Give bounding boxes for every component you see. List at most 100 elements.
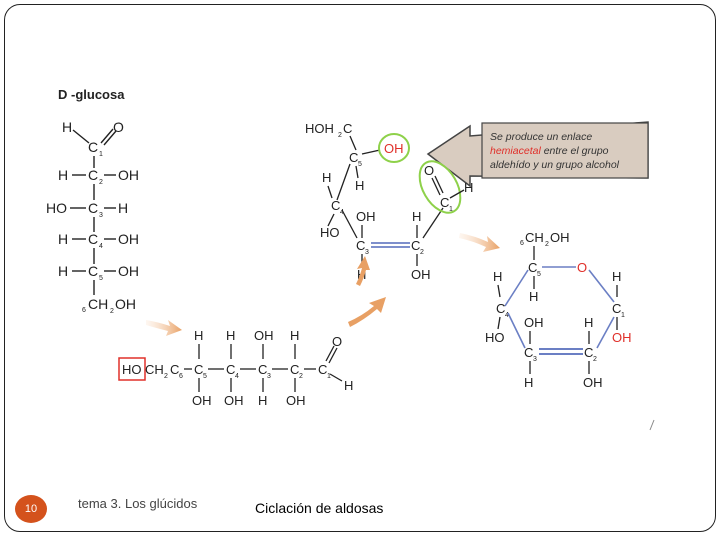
fischer-c1: C xyxy=(88,139,98,155)
open-c4-sub: 4 xyxy=(340,209,344,216)
open-c2-h: H xyxy=(412,209,421,224)
fischer-r5-left: H xyxy=(58,263,68,279)
linear-c2-bottom: OH xyxy=(286,393,306,408)
open-c1-sub: 1 xyxy=(449,206,453,213)
linear-c5-top: H xyxy=(194,328,203,343)
open-c4: C xyxy=(331,198,340,213)
cyclic-c5-sub: 5 xyxy=(537,271,541,278)
linear-c2: C xyxy=(290,362,299,377)
open-c5-sub: 5 xyxy=(358,161,362,168)
cyclic-c4-sub: 4 xyxy=(505,312,509,319)
open-c2-sub: 2 xyxy=(420,249,424,256)
linear-c2-sub: 2 xyxy=(299,373,303,380)
fischer-bottom-ch: CH xyxy=(88,296,108,312)
linear-c5-sub: 5 xyxy=(203,373,207,380)
footer-course-label: tema 3. Los glúcidos xyxy=(78,496,198,511)
fischer-r4-c: C xyxy=(88,231,98,247)
fischer-top-h: H xyxy=(62,119,72,135)
fischer-projection: H O C 1 H C 2 OH HO C 3 H H C 4 OH H C 5… xyxy=(46,119,139,315)
open-c4-h: H xyxy=(322,170,331,185)
callout-line2-rest: entre el grupo xyxy=(541,145,609,157)
fischer-r3-left: HO xyxy=(46,200,67,216)
open-c5: C xyxy=(349,150,358,165)
cyclic-ch2oh: CH xyxy=(525,230,544,245)
cyclic-c5-h: H xyxy=(529,289,538,304)
linear-c1-sub: 1 xyxy=(327,373,331,380)
fischer-r5-c: C xyxy=(88,263,98,279)
fischer-top-o: O xyxy=(113,119,124,135)
linear-c2-top: H xyxy=(290,328,299,343)
linear-c5-bottom: OH xyxy=(192,393,212,408)
linear-c6: C xyxy=(170,362,179,377)
fischer-r2-left: H xyxy=(58,167,68,183)
linear-c3-bottom: H xyxy=(258,393,267,408)
open-c2-oh: OH xyxy=(411,267,431,282)
cyclic-c5: C xyxy=(528,260,537,275)
linear-ch2-sub: 2 xyxy=(164,373,168,380)
folded-chain-structure: HOH 2 C C 5 H OH H C 4 HO OH C 3 H H C 2… xyxy=(305,121,473,282)
fischer-r4-sub: 4 xyxy=(99,243,103,250)
aldehyde-highlight-circle xyxy=(418,160,462,214)
fischer-c1-sub: 1 xyxy=(99,151,103,158)
linear-h: H xyxy=(344,378,353,393)
fischer-r5-sub: 5 xyxy=(99,275,103,282)
fischer-r4-right: OH xyxy=(118,231,139,247)
process-arrows xyxy=(146,233,500,336)
cyclic-c1-oh-text: OH xyxy=(612,330,632,345)
cyclic-c2-sub: 2 xyxy=(593,356,597,363)
fischer-r4-left: H xyxy=(58,231,68,247)
cyclic-c2-oh: OH xyxy=(583,375,603,390)
fischer-r3-c: C xyxy=(88,200,98,216)
linear-c1: C xyxy=(318,362,327,377)
open-c3-sub: 3 xyxy=(365,249,369,256)
fischer-r5-right: OH xyxy=(118,263,139,279)
cyclic-c1-sub: 1 xyxy=(621,312,625,319)
linear-chain-structure: HO CH 2 C 6 H C 5 OH H C 4 OH OH C 3 H H… xyxy=(118,328,353,408)
open-o: O xyxy=(424,163,434,178)
open-hoh2c: HOH xyxy=(305,121,334,136)
fischer-r3-right: H xyxy=(118,200,128,216)
linear-c4-top: H xyxy=(226,328,235,343)
cyclic-c4-ho: HO xyxy=(485,330,505,345)
cyclic-c3-h: H xyxy=(524,375,533,390)
linear-c6-sub: 6 xyxy=(179,373,183,380)
cyclic-c2: C xyxy=(584,345,593,360)
cyclic-c3: C xyxy=(524,345,533,360)
cyclic-c3-sub: 3 xyxy=(533,356,537,363)
open-c1: C xyxy=(440,195,449,210)
linear-c3-sub: 3 xyxy=(267,373,271,380)
cyclic-ch2oh-sub: 2 xyxy=(545,241,549,248)
fischer-bottom-pre: 6 xyxy=(82,307,86,314)
slide-number-badge: 10 xyxy=(15,495,47,523)
cyclic-c1: C xyxy=(612,301,621,316)
fischer-bottom-sub: 2 xyxy=(110,308,114,315)
cyclic-ch2oh-pre: 6 xyxy=(520,240,524,247)
open-c2: C xyxy=(411,238,420,253)
ho-highlight-box xyxy=(118,357,146,381)
callout-line3: aldehído y un grupo alcohol xyxy=(490,159,620,171)
arrow-open-to-ring-down xyxy=(356,256,370,286)
fischer-r2-c: C xyxy=(88,167,98,183)
linear-ho: HO xyxy=(122,362,142,377)
open-oh-circled: OH xyxy=(384,141,404,156)
svg-text:hemiacetal entre el grupo: hemiacetal entre el grupo xyxy=(490,145,609,157)
fischer-r2-sub: 2 xyxy=(99,179,103,186)
open-c4-ho: HO xyxy=(320,225,340,240)
cyclic-c1-h: H xyxy=(612,269,621,284)
open-hoh2c-sub: 2 xyxy=(338,132,342,139)
open-c5-h: H xyxy=(355,178,364,193)
linear-c5: C xyxy=(194,362,203,377)
fischer-r2-right: OH xyxy=(118,167,139,183)
callout-highlight: hemiacetal xyxy=(490,145,541,157)
cyclic-c4-h: H xyxy=(493,269,502,284)
open-hoh2c-c: C xyxy=(343,121,352,136)
cyclic-ch2oh-oh: OH xyxy=(550,230,570,245)
cyclic-ring-o: O xyxy=(577,260,587,275)
fischer-bottom-oh: OH xyxy=(115,296,136,312)
linear-c4: C xyxy=(226,362,235,377)
linear-c3-top: OH xyxy=(254,328,274,343)
diagram-heading: D -glucosa xyxy=(58,87,125,102)
open-c3: C xyxy=(356,238,365,253)
callout-arrow: Se produce un enlace hemiacetal entre el… xyxy=(426,121,649,188)
arrow-fischer-to-linear xyxy=(146,320,182,336)
